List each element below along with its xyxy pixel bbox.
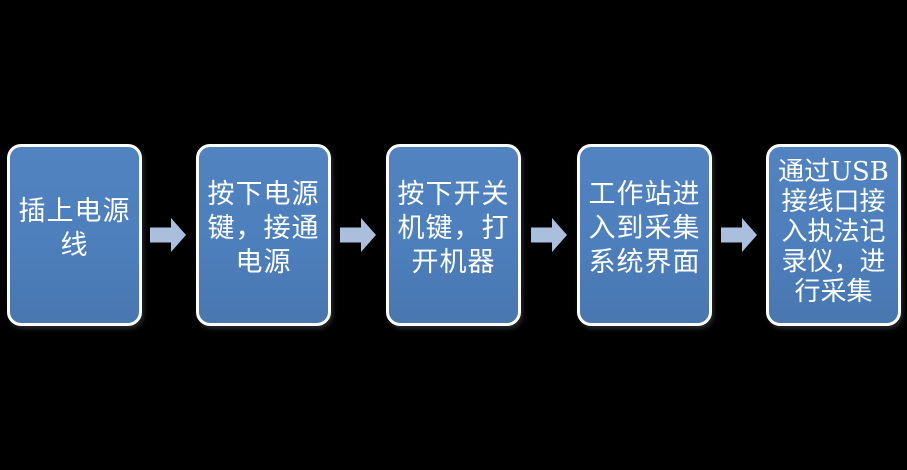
arrow-right-icon bbox=[150, 217, 187, 253]
step-line: 线 bbox=[60, 230, 89, 261]
step-line: 入到采集 bbox=[588, 213, 701, 244]
step-line: 插上电源 bbox=[18, 196, 131, 227]
arrow-right-icon bbox=[340, 217, 377, 253]
step-line: 系统界面 bbox=[588, 247, 701, 278]
flow-step-1: 插上电源 线 bbox=[7, 144, 142, 326]
flow-step-5: 通过USB 接线口接 入执法记 录仪，进 行采集 bbox=[766, 144, 901, 326]
step-5-text: 通过USB 接线口接 入执法记 录仪，进 行采集 bbox=[778, 157, 889, 307]
step-line: 电源 bbox=[235, 247, 292, 278]
flow-step-3: 按下开关 机键，打 开机器 bbox=[386, 144, 521, 326]
step-line: 入执法记 bbox=[781, 217, 886, 247]
step-line: 行采集 bbox=[794, 277, 873, 307]
step-line: 按下电源 bbox=[207, 179, 320, 210]
step-line: 接线口接 bbox=[781, 187, 886, 217]
step-line: 通过USB bbox=[778, 157, 889, 187]
step-4-text: 工作站进 入到采集 系统界面 bbox=[589, 178, 701, 280]
step-2-text: 按下电源 键，接通 电源 bbox=[208, 178, 320, 280]
step-line: 键，接通 bbox=[207, 213, 320, 244]
step-line: 开机器 bbox=[411, 247, 496, 278]
step-line: 录仪，进 bbox=[781, 247, 886, 277]
flow-step-4: 工作站进 入到采集 系统界面 bbox=[577, 144, 712, 326]
step-line: 机键，打 bbox=[397, 213, 510, 244]
flow-step-2: 按下电源 键，接通 电源 bbox=[196, 144, 331, 326]
step-line: 工作站进 bbox=[588, 179, 701, 210]
step-line: 按下开关 bbox=[397, 179, 510, 210]
arrow-right-icon bbox=[531, 217, 568, 253]
step-3-text: 按下开关 机键，打 开机器 bbox=[398, 178, 510, 280]
step-1-text: 插上电源 线 bbox=[19, 195, 131, 263]
arrow-right-icon bbox=[721, 217, 758, 253]
